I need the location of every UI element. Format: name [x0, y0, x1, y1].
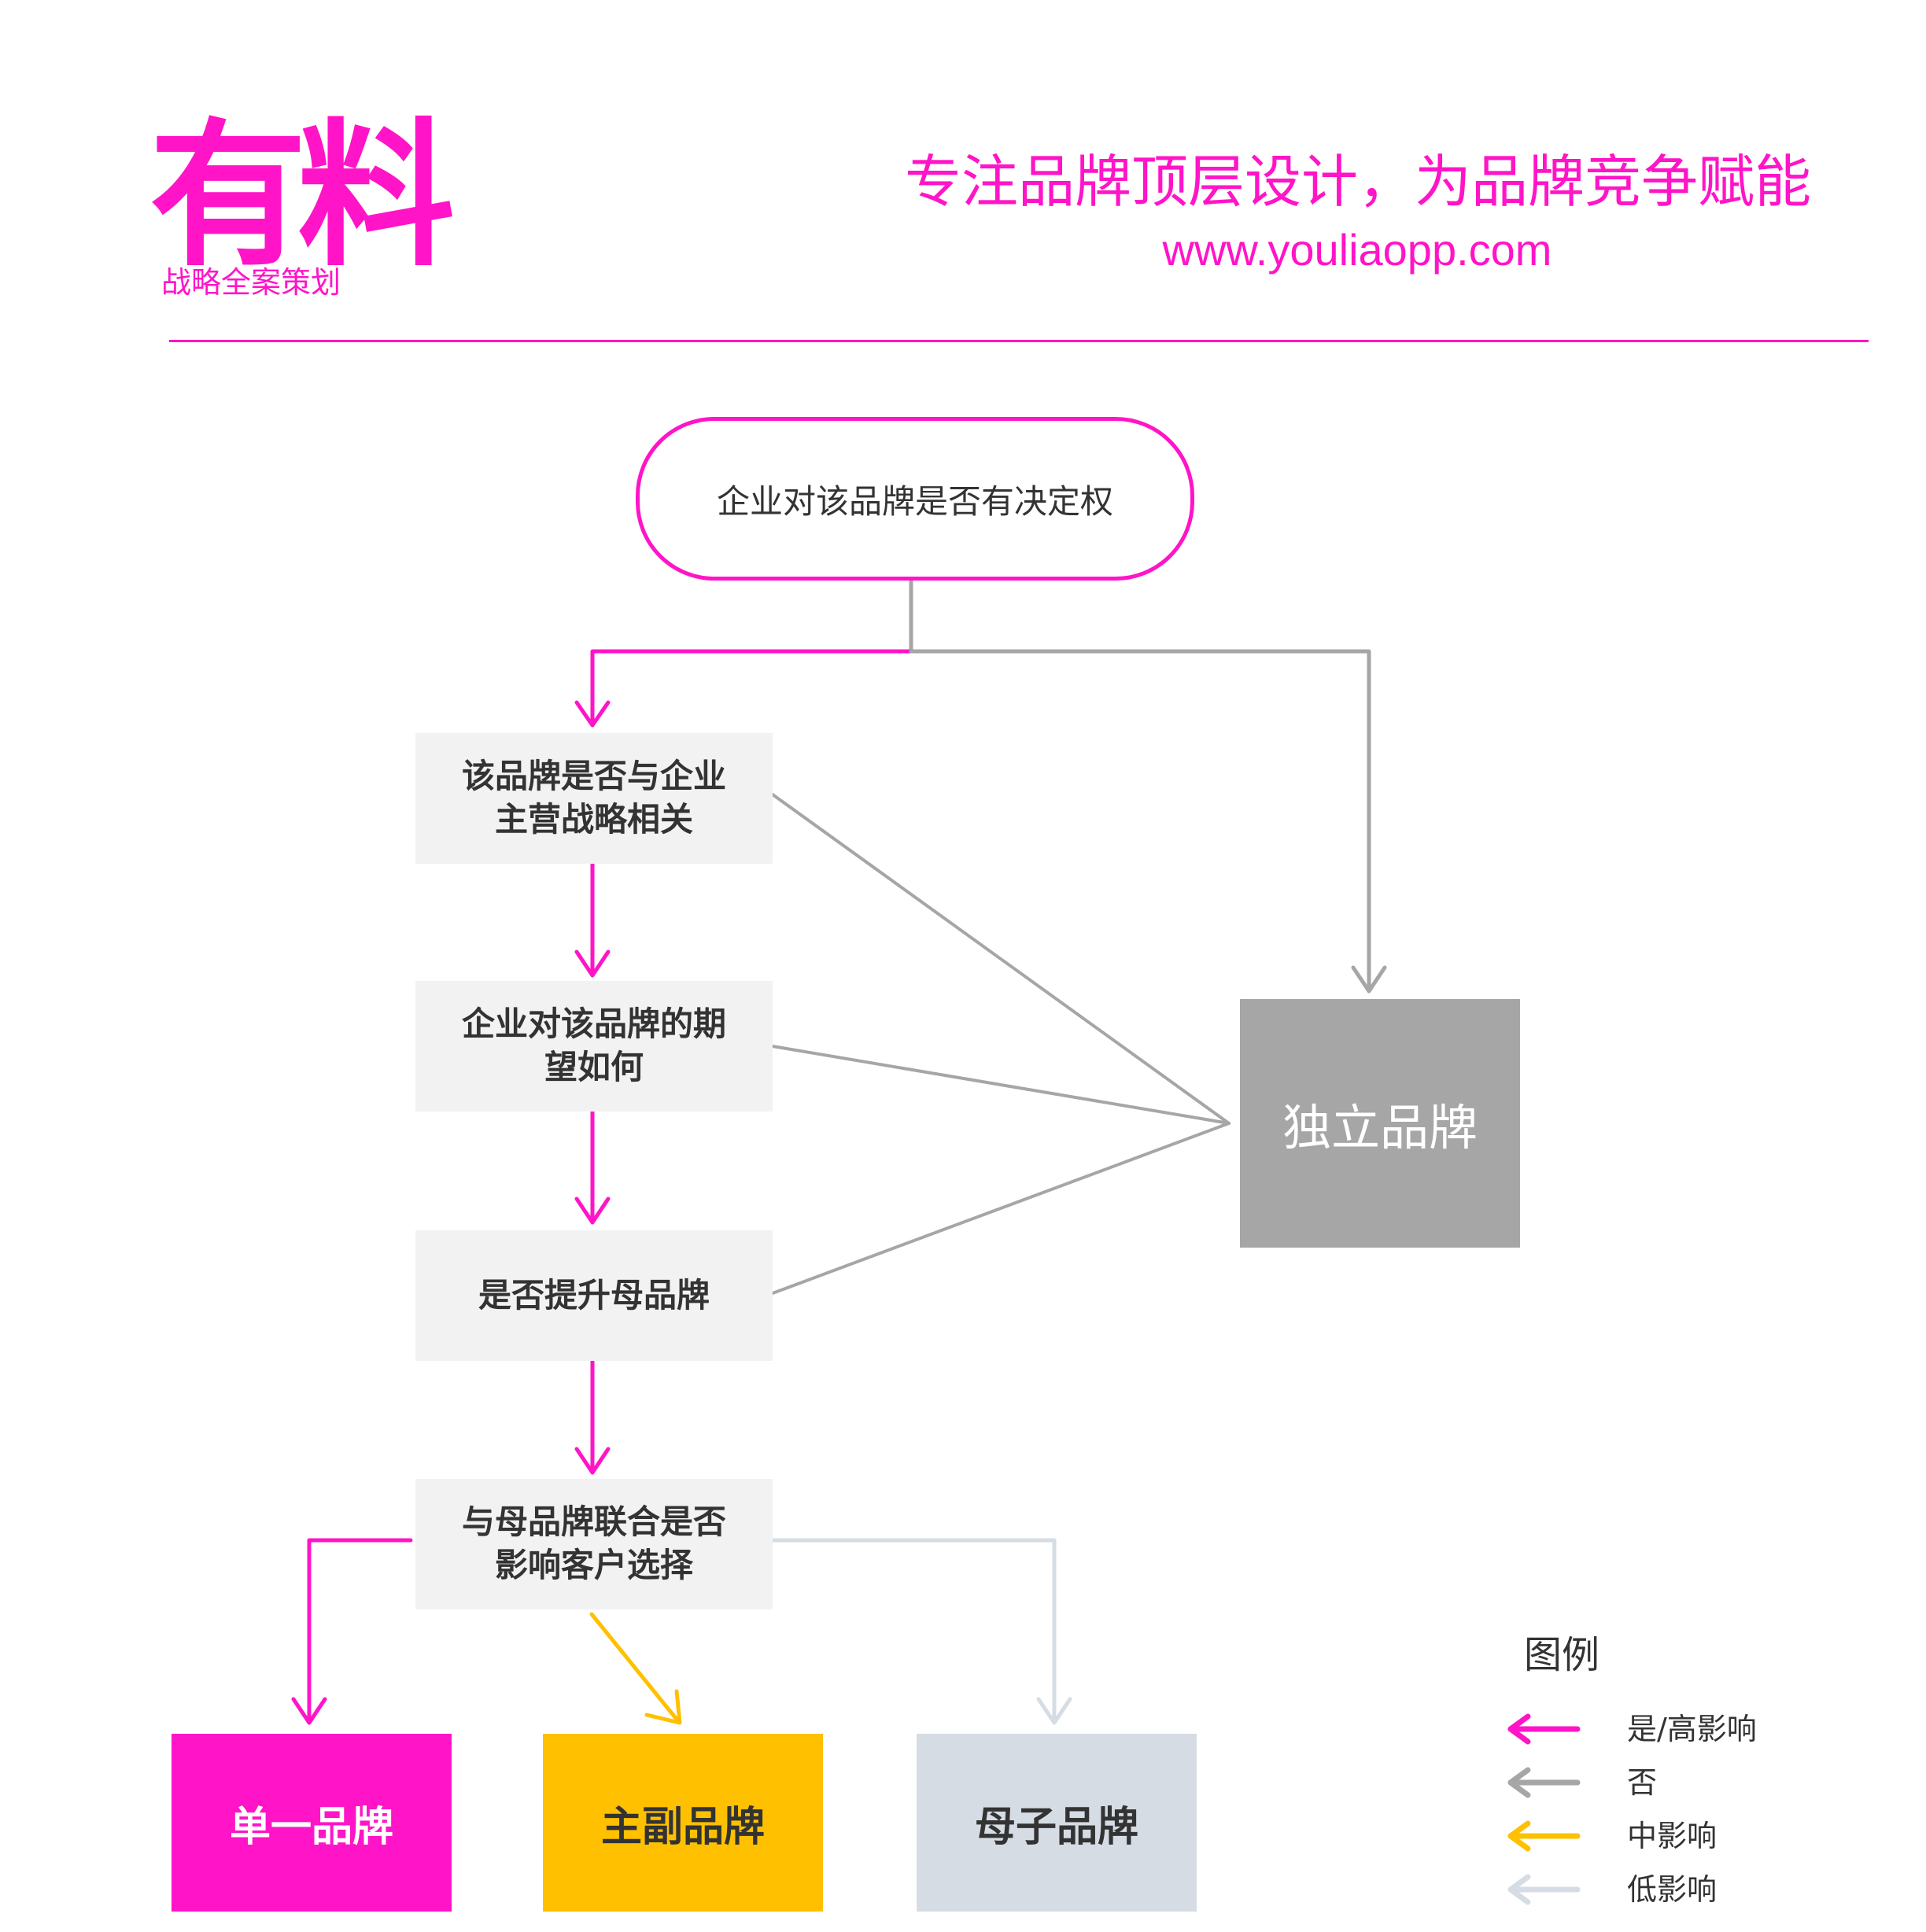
legend-label-low: 低影响	[1627, 1872, 1718, 1907]
question-enhance-parent-brand: 是否提升母品牌	[415, 1230, 773, 1361]
connector-q4-low	[770, 1538, 1057, 1724]
result-parent-child-brand: 母子品牌	[917, 1734, 1197, 1912]
arrowhead-independent	[1351, 965, 1387, 994]
legend-arrow-medium	[1507, 1820, 1581, 1852]
arrowhead-q4	[574, 1447, 611, 1475]
start-node-label: 企业对该品牌是否有决定权	[716, 481, 1113, 521]
website-url[interactable]: www.youliaopp.com	[1162, 225, 1552, 275]
arrowhead-single	[291, 1697, 327, 1725]
result-main-sub-brand: 主副品牌	[543, 1734, 823, 1912]
connector-q2-no	[771, 1045, 1230, 1125]
legend-label-no: 否	[1627, 1765, 1658, 1800]
q1-line-2: 主营战略相关	[494, 800, 693, 839]
main-sub-brand-label: 主副品牌	[600, 1803, 765, 1851]
legend-arrow-yes	[1507, 1713, 1581, 1745]
q4-line-1: 与母品牌联合是否	[461, 1502, 726, 1542]
q2-line-2: 望如何	[544, 1048, 644, 1086]
q2-line-1: 企业对该品牌的期	[461, 1005, 726, 1044]
legend-label-yes: 是/高影响	[1627, 1712, 1757, 1746]
result-independent-brand: 独立品牌	[1240, 999, 1520, 1248]
legend-title: 图例	[1524, 1633, 1600, 1677]
legend-arrow-low	[1507, 1874, 1581, 1905]
question-joint-parent-brand: 与母品牌联合是否 影响客户选择	[415, 1479, 773, 1609]
q4-line-2: 影响客户选择	[494, 1546, 693, 1584]
connector-start-to-independent	[909, 649, 1371, 992]
arrowhead-q3	[574, 1196, 611, 1225]
legend-arrow-no	[1507, 1767, 1581, 1798]
arrowhead-q2	[574, 949, 611, 978]
connector-q3-no	[771, 1122, 1230, 1295]
legend-label-medium: 中影响	[1627, 1819, 1718, 1853]
header-divider	[169, 340, 1869, 342]
question-brand-expectation: 企业对该品牌的期 望如何	[415, 981, 773, 1112]
connector-q4-high	[307, 1538, 413, 1724]
slogan: 专注品牌顶层设计，为品牌竞争赋能	[905, 149, 1812, 215]
result-single-brand: 单一品牌	[172, 1734, 452, 1912]
arrowhead-parent-child	[1036, 1697, 1072, 1725]
q3-line-1: 是否提升母品牌	[478, 1275, 710, 1314]
logo: 有料	[149, 105, 455, 288]
connector-q4-medium	[589, 1612, 681, 1724]
logo-subtitle: 战略全案策划	[161, 265, 341, 300]
parent-child-brand-label: 母子品牌	[974, 1803, 1138, 1851]
start-node-decision-right: 企业对该品牌是否有决定权	[636, 417, 1194, 581]
connector-q1-no	[771, 793, 1230, 1125]
independent-label: 独立品牌	[1282, 1099, 1478, 1156]
question-strategy-relevance: 该品牌是否与企业 主营战略相关	[415, 733, 773, 864]
arrowhead-q1	[574, 700, 611, 728]
q1-line-1: 该品牌是否与企业	[461, 757, 726, 796]
single-brand-label: 单一品牌	[229, 1803, 393, 1851]
connector-start-to-q1	[590, 649, 913, 726]
arrowhead-main-sub	[644, 1689, 682, 1725]
